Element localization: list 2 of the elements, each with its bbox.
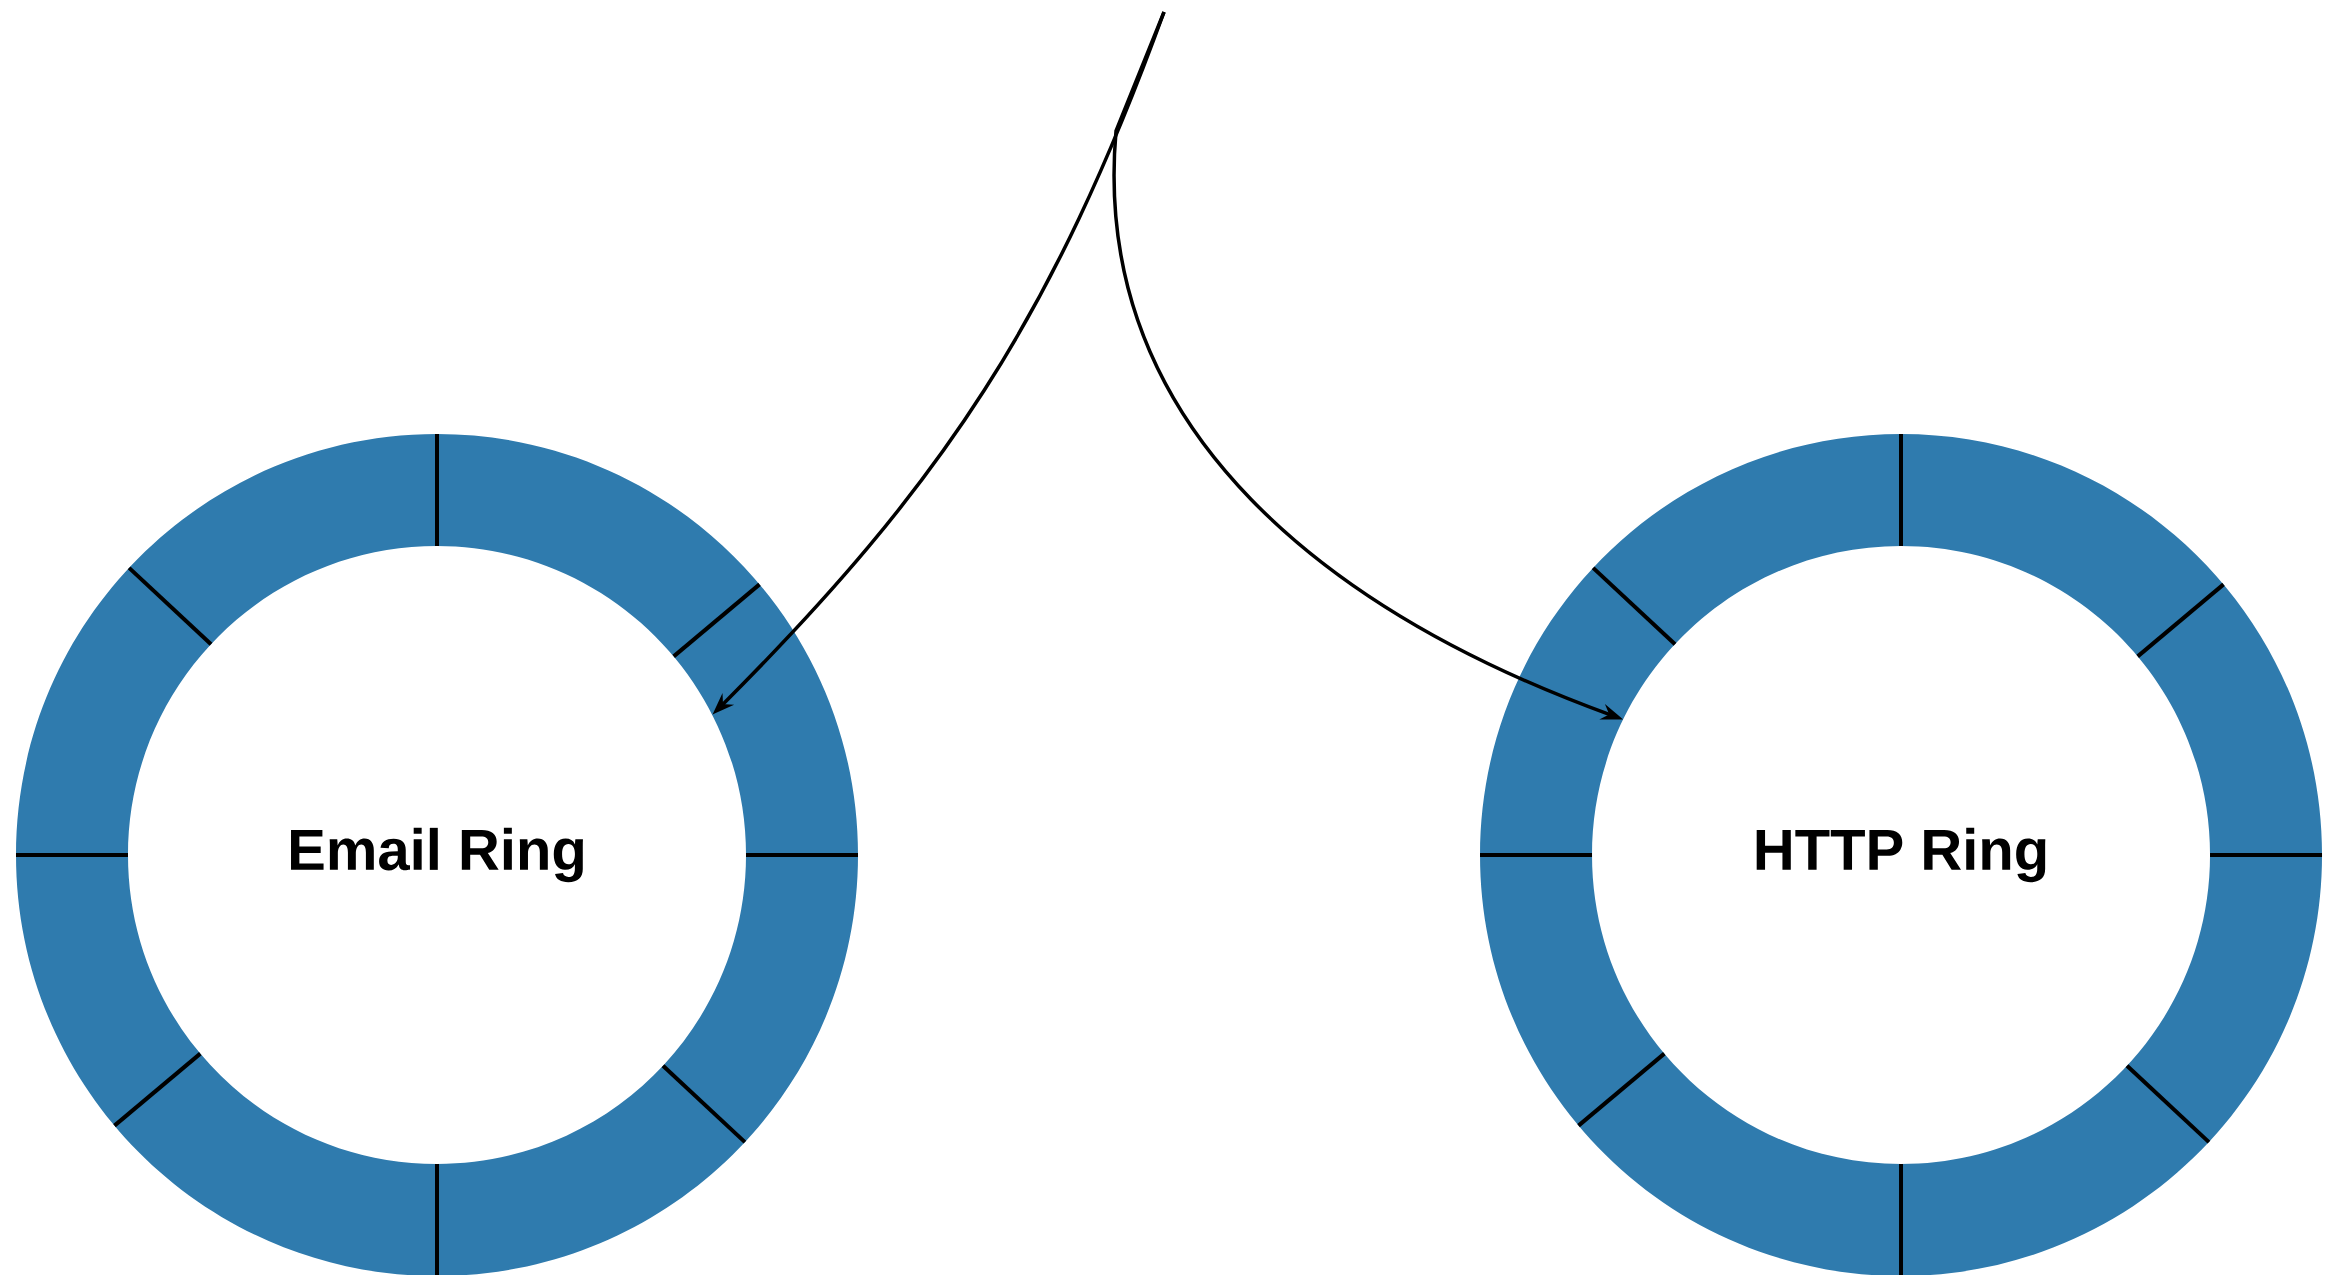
segmented-ring: Email Ring — [16, 434, 858, 1275]
segmented-ring: HTTP Ring — [1480, 434, 2323, 1275]
